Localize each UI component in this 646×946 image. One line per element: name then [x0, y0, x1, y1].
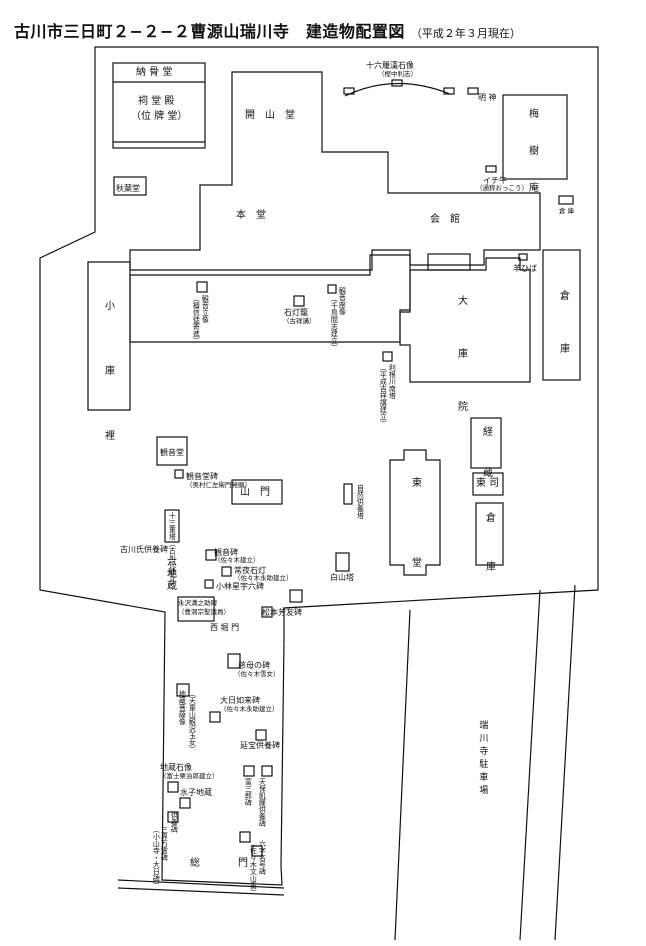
soko-building	[542, 249, 581, 381]
site-boundary	[39, 46, 599, 886]
label-noukotsudou: 納 骨 堂	[136, 67, 173, 78]
label-tou-do: 東 堂	[409, 477, 421, 597]
akiba-building	[113, 176, 147, 196]
label-higashi: 東 司	[476, 478, 500, 489]
label-noumura-sub: （平成吉祥講建立）	[379, 364, 388, 427]
label-kura-small: 倉 庫	[559, 207, 575, 215]
kannondo-building	[156, 436, 188, 466]
parking-line-2	[519, 589, 541, 941]
sanmon-building	[231, 479, 283, 505]
label-sankai-sub: （小山寺・大日碑）	[152, 826, 161, 889]
label-parking: 瑞川寺駐車場	[477, 720, 488, 798]
label-kannondo-hi: 観音堂碑	[186, 472, 218, 481]
label-tsuchi: 十三重塔（古川氏建立）	[168, 512, 177, 589]
label-seishi-sub: （佐々木建立）	[214, 556, 260, 564]
label-mizuko: 水子地蔵	[180, 788, 212, 797]
label-rokujizo: 六地蔵	[164, 556, 176, 592]
label-eimei-sub: （曹洞宗聖議員）	[178, 608, 230, 616]
label-soko: 倉 庫	[557, 290, 569, 369]
label-ireido: 祠 堂 殿	[138, 96, 175, 107]
label-hitsuji: 羊ひば	[513, 264, 537, 273]
label-roku-hi-sub: （佐々木文山書）	[249, 840, 258, 896]
road-line	[117, 879, 285, 896]
label-dainichi: 大日如来碑	[220, 696, 260, 705]
label-kannon-stone2-sub: （千鳥間志建立）	[330, 295, 339, 351]
eimei-stone	[177, 596, 215, 622]
kyozo-building	[470, 417, 502, 469]
baijuan-building	[502, 94, 568, 180]
courtyard-building	[129, 254, 411, 343]
label-kaisando: 開 山 堂	[245, 110, 295, 121]
label-gohai: 供養碑	[170, 812, 179, 833]
label-kannon-stone-sub: （檀信徒寄進）	[192, 295, 201, 344]
label-eimei: 永沢溝之助碑	[178, 599, 217, 607]
map-title-date: （平成２年３月現在）	[410, 27, 521, 40]
label-jouya: 常夜石灯	[234, 566, 266, 575]
map-title: 古川市三日町２−２−２曹源山瑞川寺 建造物配置図 （平成２年３月現在）	[14, 18, 521, 42]
label-seishi: 観音碑	[214, 548, 238, 557]
label-sandai-v: 地蔵菩薩像	[178, 690, 187, 725]
label-noumura: 利根川南塔	[388, 364, 397, 399]
label-juroku-sub: （樫中利志）	[378, 70, 417, 78]
label-matsumoto: 松本芳友碑	[262, 608, 302, 617]
label-kyozo: 経 蔵	[480, 426, 492, 487]
label-jouya-sub: （佐々木永助建立）	[234, 574, 293, 582]
label-kannondo: 観音堂	[160, 448, 184, 457]
label-hondo: 本 堂	[236, 210, 266, 221]
label-soumon: 総 門	[190, 858, 262, 869]
label-jizo-tou: 自然供養塔	[356, 484, 365, 519]
label-kannon-stone2: 観音座像	[338, 287, 347, 315]
label-jibo: 慈母の碑	[238, 661, 270, 670]
label-kura2: 倉 庫	[483, 512, 495, 585]
label-ihaido: （位 牌 堂）	[131, 111, 188, 122]
label-kuri: 小 庫 裡	[102, 300, 114, 462]
label-kobayashi: 小林星宇六碑	[216, 582, 264, 591]
label-ichigyu-sub: （通称おっこう）	[476, 184, 528, 192]
label-ishidoro-sub: （古祥講）	[283, 317, 316, 325]
label-myojin: 明 神	[478, 93, 497, 102]
label-kannon-stone: 観音立像	[201, 295, 210, 323]
rakan-arc	[344, 82, 451, 97]
parking-line-3	[554, 584, 576, 941]
label-baijuan: 梅 樹 庵	[526, 108, 538, 200]
parking-line-1	[394, 609, 411, 941]
kura2-building	[475, 502, 504, 566]
label-tenpo: 天保飢饉供養碑	[258, 778, 267, 827]
label-akiba: 秋葉堂	[116, 184, 140, 193]
label-furukawa: 古川氏供養碑	[120, 545, 168, 554]
label-uji-gami: 富三郎碑	[244, 778, 253, 806]
label-chumon: 西 堀 門	[210, 623, 240, 632]
label-jibo-sub: （佐々木雪女）	[234, 670, 280, 678]
label-enmei: 延宝供養碑	[240, 741, 280, 750]
label-roku-hi: 六字名号碑	[258, 840, 267, 875]
label-dainichi-sub: （佐々木永助建立）	[220, 705, 279, 713]
label-ishidoro: 石灯籠	[284, 308, 308, 317]
label-sanmon: 山 門	[240, 487, 270, 498]
label-daikuin: 大 庫 院	[455, 295, 467, 427]
map-title-main: 古川市三日町２−２−２曹源山瑞川寺 建造物配置図	[14, 22, 405, 41]
noukotsudou-building	[112, 62, 206, 149]
label-juroku: 十六羅漢石像	[366, 61, 414, 70]
label-sandai-v-sub: （天童山観沢玉女）	[188, 690, 197, 753]
label-jizo-sekizo: 地蔵石像	[160, 763, 192, 772]
kuri-building	[87, 261, 131, 411]
label-kannondo-hi-sub: （奥村仁左衛門発願）	[186, 481, 251, 489]
daikuin-building	[399, 257, 531, 383]
label-kaikan: 会 館	[430, 214, 460, 225]
tou-do-building	[389, 449, 441, 576]
label-hakusan: 白山塔	[330, 573, 354, 582]
label-ichigyu: イチ牛	[483, 176, 507, 185]
label-sankai: 三界万霊碑	[160, 826, 169, 861]
label-jizo-sekizo-sub: （富士栗治郎建立）	[160, 772, 219, 780]
higashi-building	[472, 472, 504, 496]
